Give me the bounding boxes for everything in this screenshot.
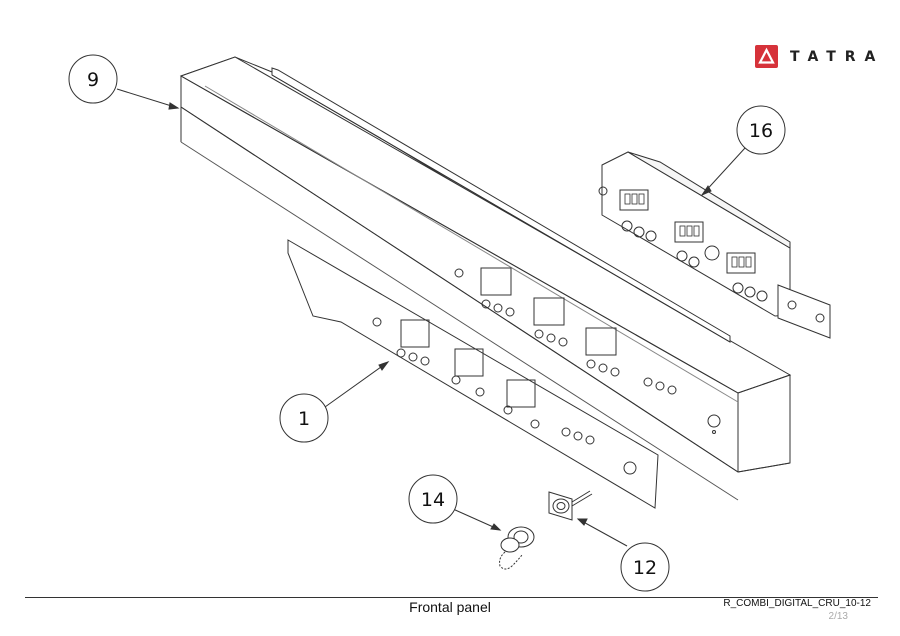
svg-text:9: 9: [87, 69, 99, 91]
document-code: R_COMBI_DIGITAL_CRU_10-12: [723, 598, 871, 609]
callout-leaders: [116, 88, 746, 547]
callout-14: 14: [408, 474, 458, 524]
socket: [548, 490, 593, 521]
svg-text:16: 16: [749, 120, 773, 142]
footer-title: Frontal panel: [409, 599, 491, 615]
connector-cap: [499, 526, 535, 570]
housing-displays: [454, 267, 721, 434]
footer-divider: [25, 597, 878, 598]
page-number: 2/13: [828, 611, 848, 622]
callout-12: 12: [620, 542, 670, 592]
tatra-triangle-icon: [755, 45, 778, 68]
svg-text:1: 1: [298, 408, 310, 430]
housing-box: [179, 56, 792, 501]
electronic-board: [598, 151, 831, 339]
callout-16: 16: [736, 105, 786, 155]
front-overlay-panel: [287, 239, 659, 509]
callout-9: 9: [68, 54, 118, 104]
brand-name: TATRA: [790, 48, 885, 65]
callout-1: 1: [279, 393, 329, 443]
svg-text:14: 14: [421, 489, 445, 511]
svg-text:12: 12: [633, 557, 657, 579]
brand-logo: TATRA: [755, 45, 884, 68]
